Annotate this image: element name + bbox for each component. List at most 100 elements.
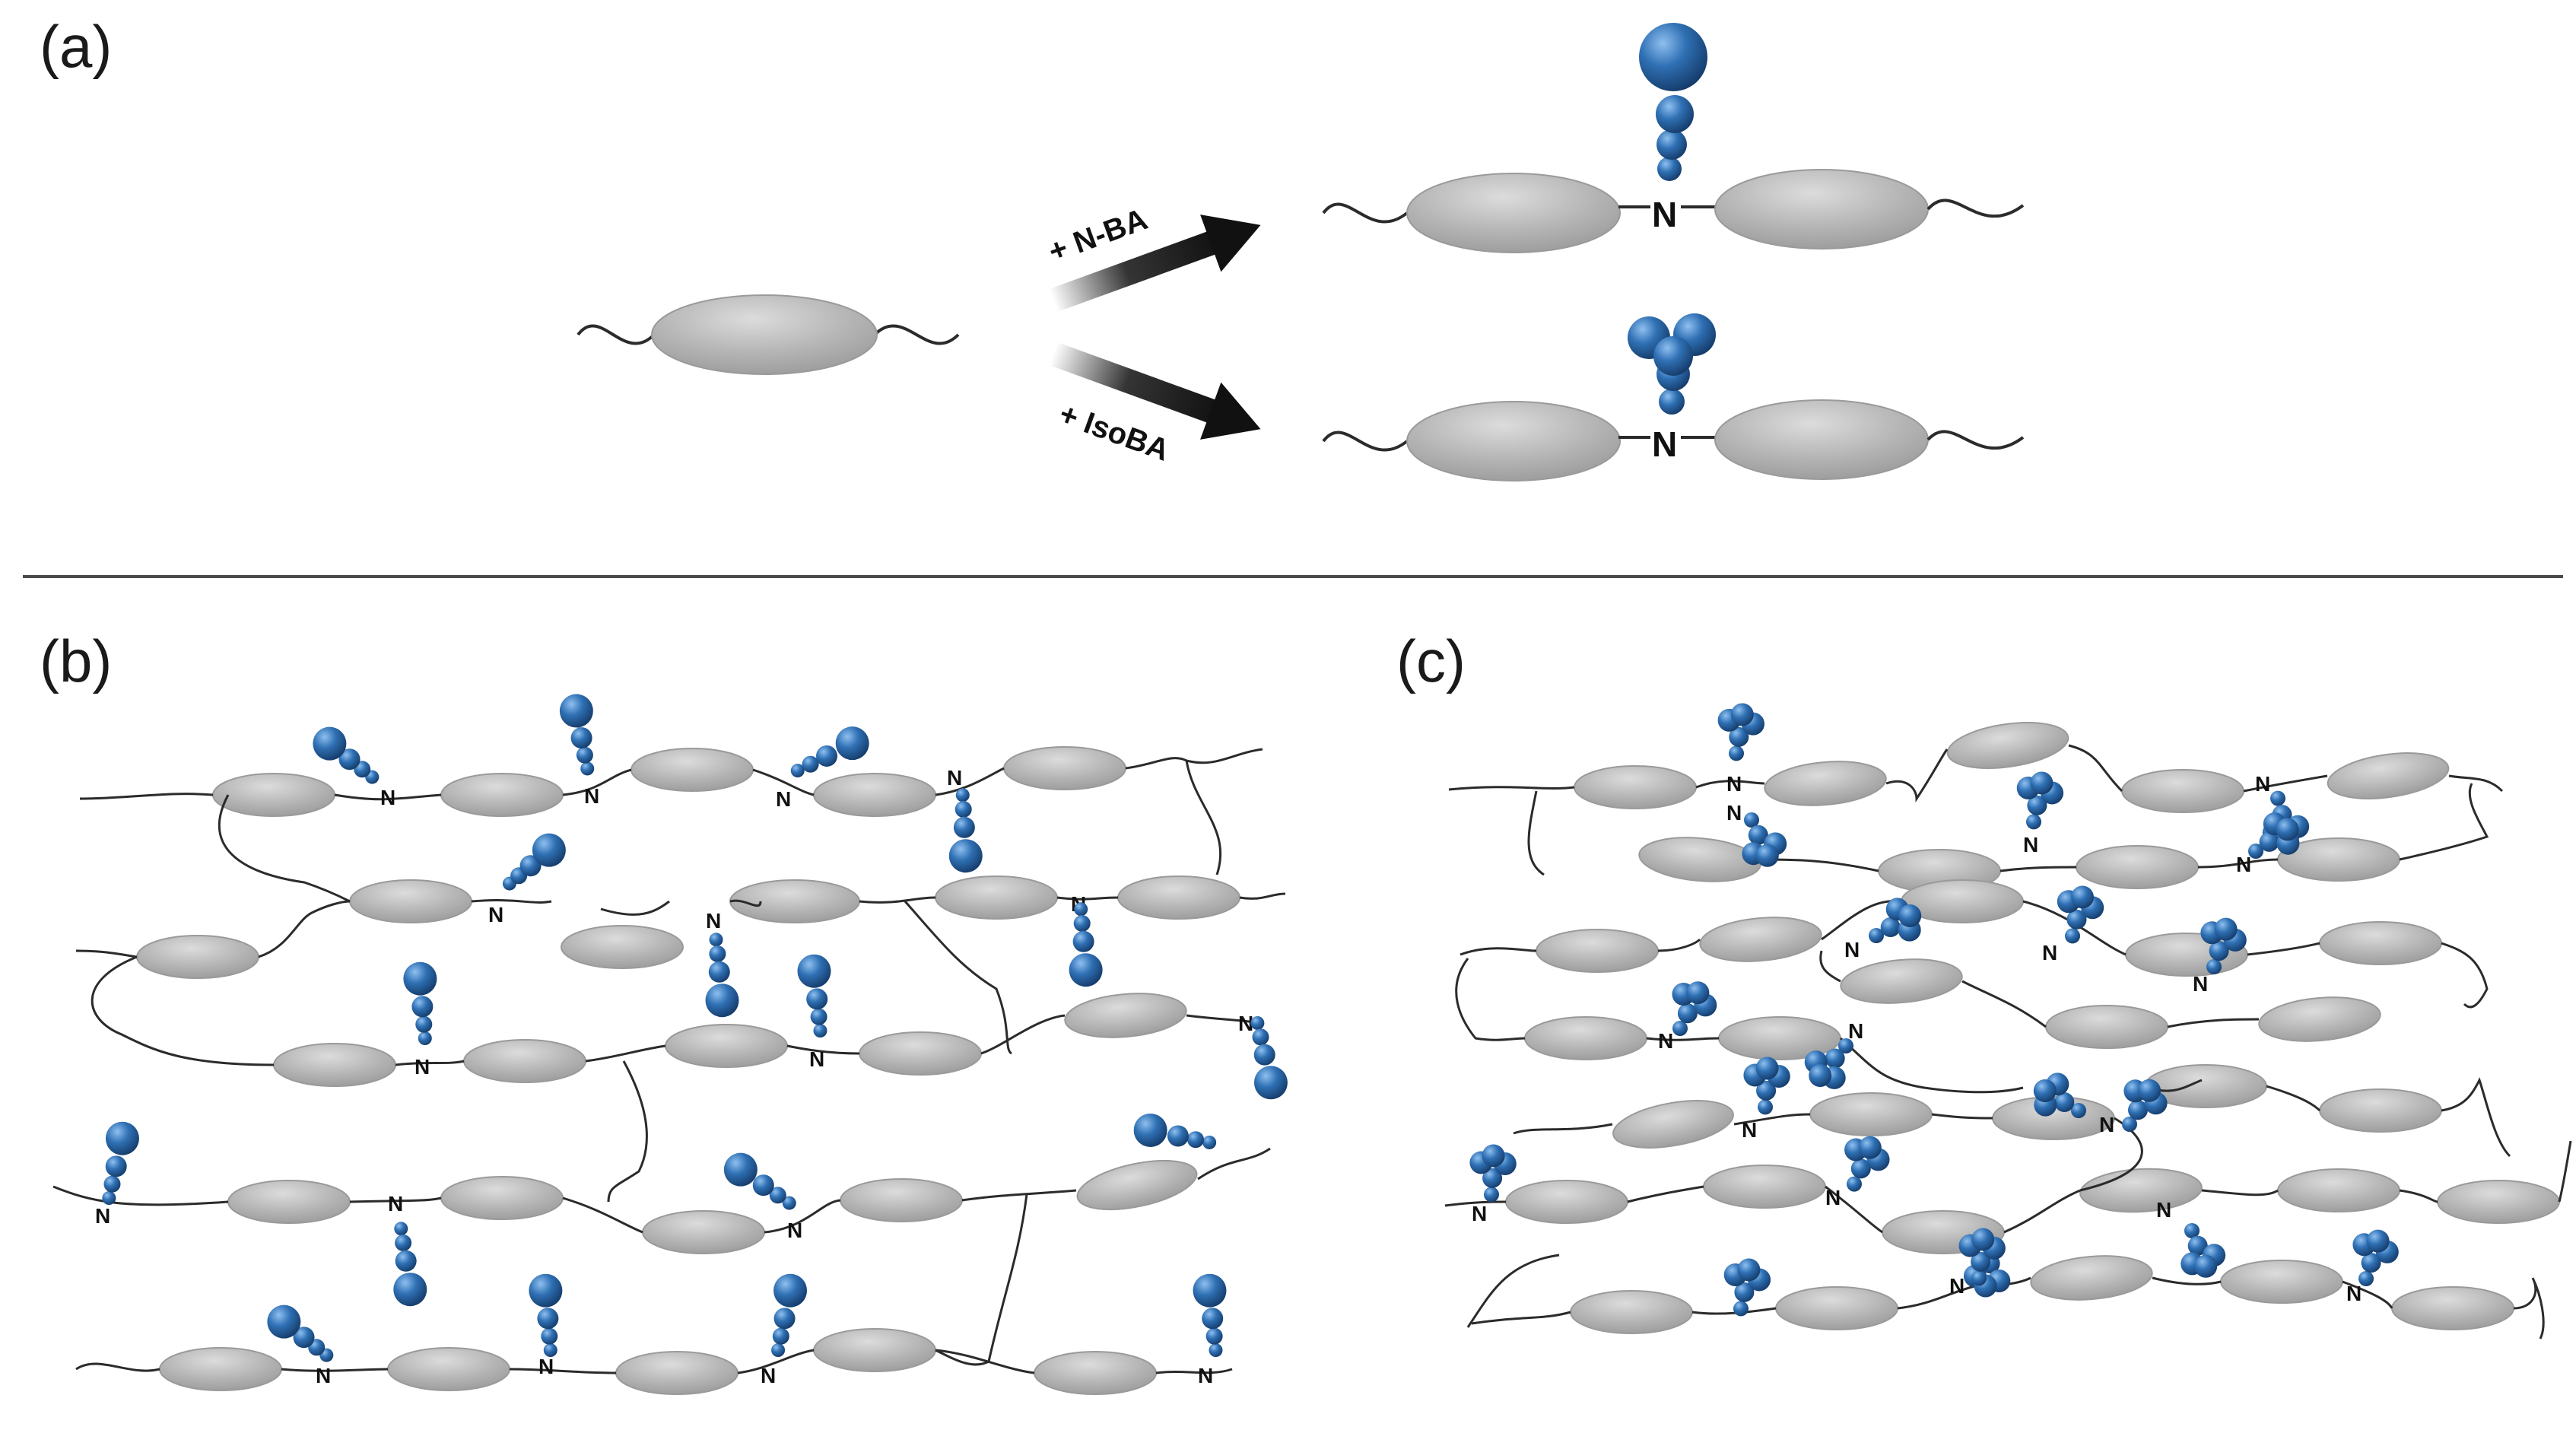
isobutyl-bead [2358,1271,2374,1286]
chain [1825,1185,1883,1234]
butyl-bead [769,1187,786,1204]
butyl-bead [532,833,566,867]
panel-a-scheme: + N-BA + IsoBA N N [577,23,2025,481]
butyl-bead [806,988,828,1010]
chain [2167,1018,2260,1028]
panel-label-c: (c) [1396,628,1466,694]
panel-label-b: (b) [40,628,113,694]
butyl-bead [394,1222,408,1236]
nitrogen-label: N [1198,1364,1213,1387]
chain [281,1368,389,1372]
isobutyl-bead [1484,1187,1499,1203]
chain [1885,748,1949,802]
chain [471,899,552,904]
butyl-bead [559,694,593,728]
ellipsoid-unit [859,1031,982,1076]
ellipsoid-unit [1570,1290,1693,1334]
isobutyl-bead [2030,771,2053,795]
chain [2448,774,2504,793]
ellipsoid-unit [440,1176,564,1220]
chain [395,1060,465,1066]
panel-divider [23,575,2563,578]
butyl-bead [1187,1131,1205,1149]
isobutyl-bead [2128,1100,2148,1120]
butyl-bead [395,1250,417,1272]
chain [1322,431,1409,452]
nitrogen-label: N [1848,1019,1863,1043]
isobutyl-bead [1858,1136,1882,1159]
reagent-label-isoba: + IsoBA [1055,397,1174,468]
chain [2197,858,2279,869]
chain [935,1349,1035,1374]
nitrogen-label: N [706,909,721,933]
nitrogen-label: N [1652,195,1677,234]
isobutyl-bead [1869,928,1884,943]
ellipsoid-unit [840,1178,963,1222]
ellipsoid-unit [813,1328,936,1372]
butyl-bead [709,945,726,962]
chain [91,955,275,1066]
chain [1627,1185,1704,1203]
nitrogen-label: N [809,1047,824,1071]
ellipsoid-unit [1809,1092,1933,1136]
nitrogen-label: N [947,766,962,790]
chain [2441,942,2489,1009]
chain [52,1185,229,1206]
chain [1444,1200,1507,1207]
butyl-bead [103,1175,121,1193]
chain [75,949,138,958]
chain [577,324,656,345]
isobutyl-bead [1482,1168,1503,1188]
nitrogen-label: N [2042,941,2057,964]
butyl-bead [955,788,970,802]
nitrogen-label: N [1238,1012,1253,1035]
ellipsoid-unit [1714,399,1929,480]
butyl-bead [1253,1044,1275,1066]
butyl-bead [771,1343,786,1358]
isobutyl-bead [2065,928,2080,944]
ellipsoid-unit [1064,993,1187,1038]
butyl-bead [105,1121,139,1155]
butyl-bead [580,761,595,776]
chain [1840,1037,2024,1094]
nitrogen-label: N [1658,1029,1673,1053]
butyl-bead [267,1304,301,1339]
butyl-bead [415,1015,433,1033]
isobutyl-bead [1971,1270,1987,1286]
ellipsoid-unit [1764,761,1887,806]
chain [1926,430,2025,450]
nitrogen-label: N [2099,1113,2114,1136]
reaction-arrow-top [1049,214,1261,313]
isobutyl-bead [1482,1144,1505,1168]
isobutyl-bead [1755,844,1779,867]
butyl-bead [576,746,593,764]
isobutyl-bead [1730,703,1754,726]
chain [1466,1254,1560,1328]
isobutyl-bead [1898,904,1922,927]
butyl-bead [782,1196,796,1210]
chain [1926,199,2025,218]
butyl-bead [953,816,975,838]
nitrogen-label: N [538,1355,554,1378]
ellipsoid-unit [1536,929,1659,973]
nitrogen-label: N [2346,1282,2362,1305]
chain [1448,786,1575,791]
butyl-bead [102,1191,116,1206]
isobutyl-bead [2027,795,2047,815]
butyl-bead [395,1235,412,1251]
chain [1760,858,1879,872]
ellipsoid-unit [2391,1286,2514,1330]
butyl-bead [313,726,347,761]
chain [1197,1147,1271,1181]
butyl-bead [790,764,805,778]
nitrogen-label: N [2193,972,2208,996]
butyl-bead [773,1273,808,1308]
ellipsoid-unit [729,879,860,923]
panel-label-a: (a) [40,13,113,80]
chain [873,324,960,345]
isobutyl-bead [2248,844,2263,859]
butyl-bead [816,745,838,767]
isobutyl-bead [2259,831,2279,852]
ellipsoid-unit [2319,1088,2442,1133]
